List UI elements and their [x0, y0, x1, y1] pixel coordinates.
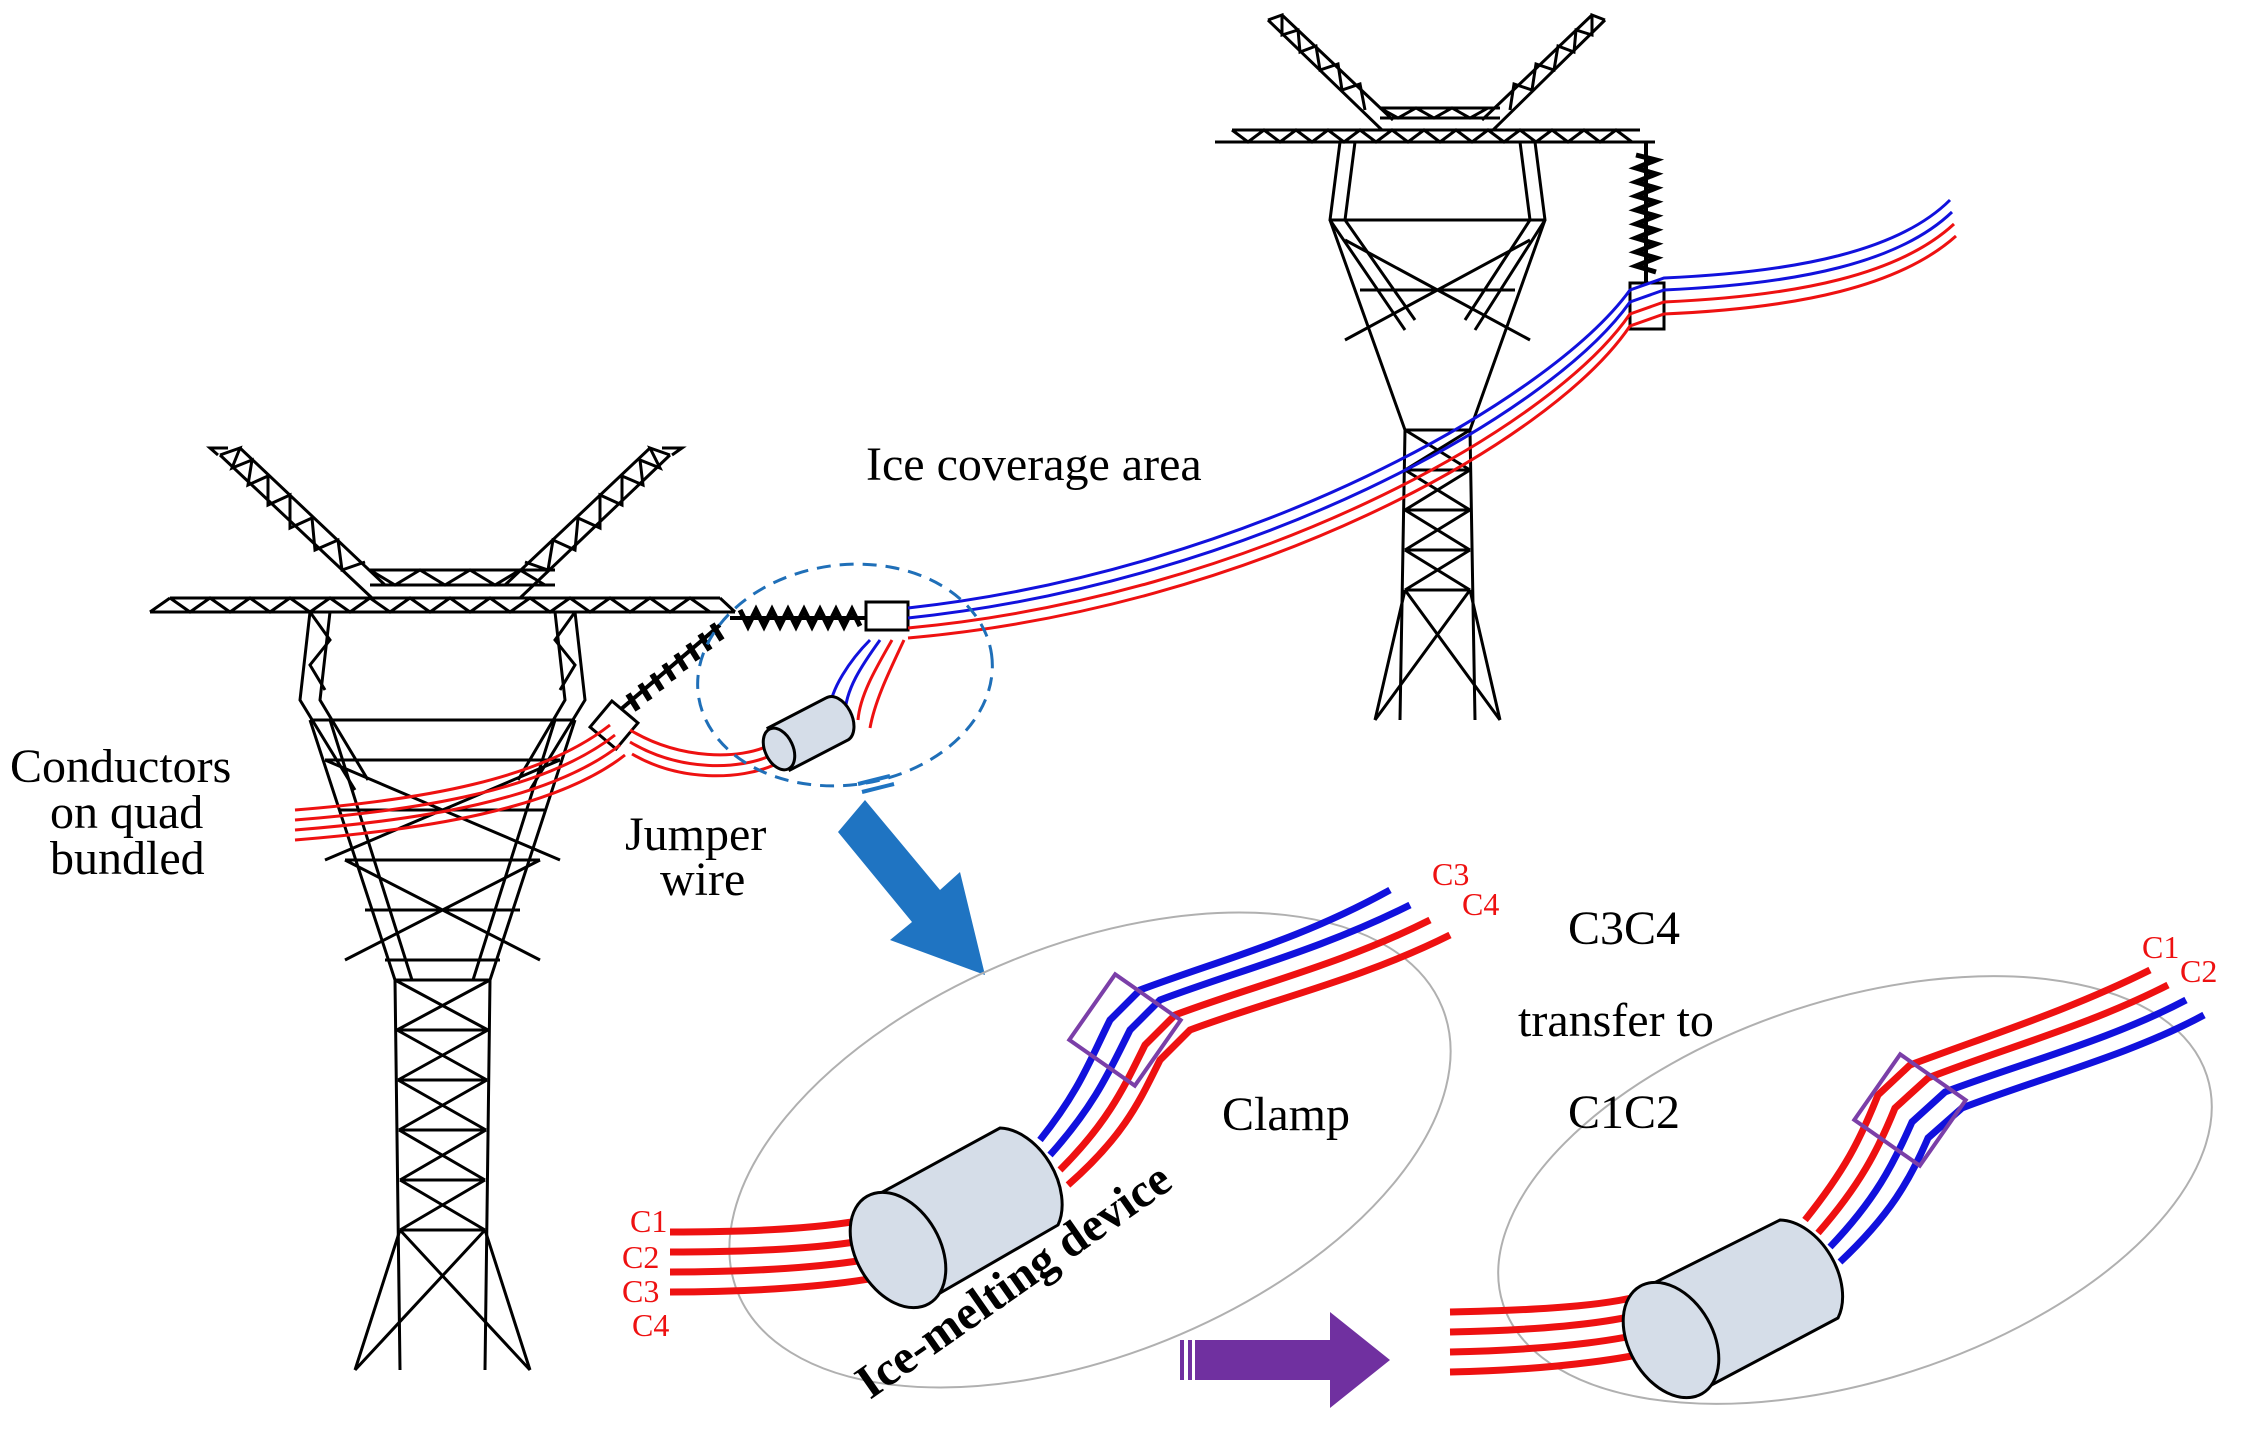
- c2-label-before: C2: [622, 1239, 659, 1275]
- large-ice-melting-device-after: [1621, 1218, 1845, 1400]
- left-span-conductors: [294, 723, 626, 842]
- left-insulator-strings: [587, 600, 910, 752]
- c2-label-after-top: C2: [2180, 953, 2217, 989]
- left-transmission-tower: [149, 445, 737, 1372]
- clamp-label: Clamp: [1222, 1088, 1350, 1141]
- c3-label-before-top: C3: [1432, 856, 1469, 892]
- c1-label-after-top: C1: [2142, 929, 2179, 965]
- ice-coverage-area-label: Ice coverage area: [866, 438, 1202, 491]
- clamp-after: [1851, 1051, 1969, 1169]
- c3-label-before: C3: [622, 1273, 659, 1309]
- conductors-label-line1: Conductors: [10, 740, 231, 793]
- large-ice-melting-device-before: [848, 1126, 1064, 1310]
- left-tension-clamp-box: [864, 600, 910, 632]
- detail-ellipse-after: [1497, 975, 2213, 1405]
- ice-coverage-dashed-ellipse: [696, 562, 994, 788]
- transfer-label-line3: C1C2: [1568, 1086, 1680, 1139]
- c1-label-before: C1: [630, 1203, 667, 1239]
- blue-zoom-arrow: [838, 774, 985, 975]
- conductors-label-line3: bundled: [50, 832, 205, 885]
- jumper-label-line2: wire: [660, 853, 745, 906]
- right-transmission-tower: [1215, 12, 1655, 721]
- clamp-before: [1066, 971, 1184, 1089]
- small-ice-melting-device: [761, 695, 856, 773]
- c4-label-before-top: C4: [1462, 886, 1499, 922]
- transfer-label-line2: transfer to: [1518, 994, 1714, 1047]
- left-suspension-clamp-box: [587, 698, 641, 752]
- transfer-label-line1: C3C4: [1568, 902, 1680, 955]
- purple-transfer-arrow: [1180, 1312, 1390, 1408]
- span-conductors: [907, 198, 1957, 640]
- right-tension-clamp-box: [1628, 281, 1666, 331]
- jumper-label-line1: Jumper: [625, 808, 766, 861]
- c4-label-before: C4: [632, 1307, 669, 1343]
- conductors-label-line2: on quad: [50, 786, 203, 839]
